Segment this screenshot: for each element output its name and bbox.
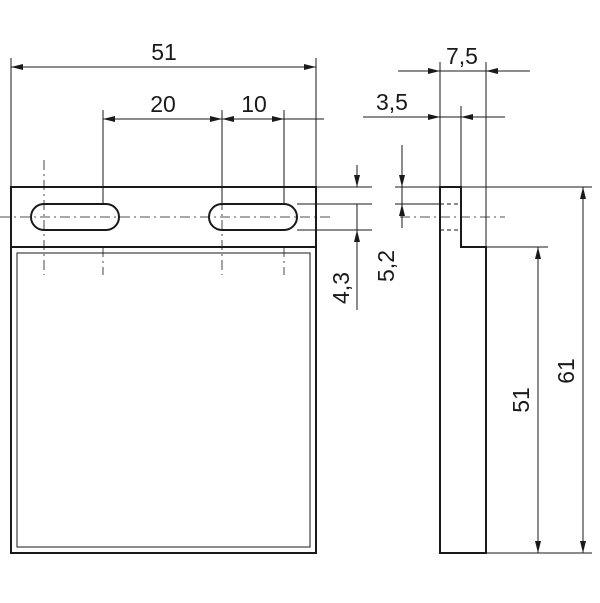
dim-text-flange-height: 4,3 <box>328 272 354 304</box>
front-view: 51 20 10 4,3 <box>0 39 372 554</box>
dim-text-slot-offset: 5,2 <box>373 250 399 282</box>
dim-text-total-height: 61 <box>553 358 579 384</box>
slot-left <box>30 203 120 231</box>
side-profile <box>439 186 487 554</box>
dim-text-total-thickness: 7,5 <box>446 43 478 69</box>
front-body-outer <box>10 246 317 554</box>
dim-text-slot-length: 10 <box>241 91 267 117</box>
dim-text-body-height: 51 <box>508 387 534 413</box>
side-view: 7,5 3,5 5,2 51 61 <box>363 43 592 554</box>
front-body-inner <box>16 252 311 548</box>
dim-text-slot-spacing: 20 <box>150 91 176 117</box>
dim-text-step-thickness: 3,5 <box>376 89 408 115</box>
dim-text-overall-width: 51 <box>151 39 177 65</box>
